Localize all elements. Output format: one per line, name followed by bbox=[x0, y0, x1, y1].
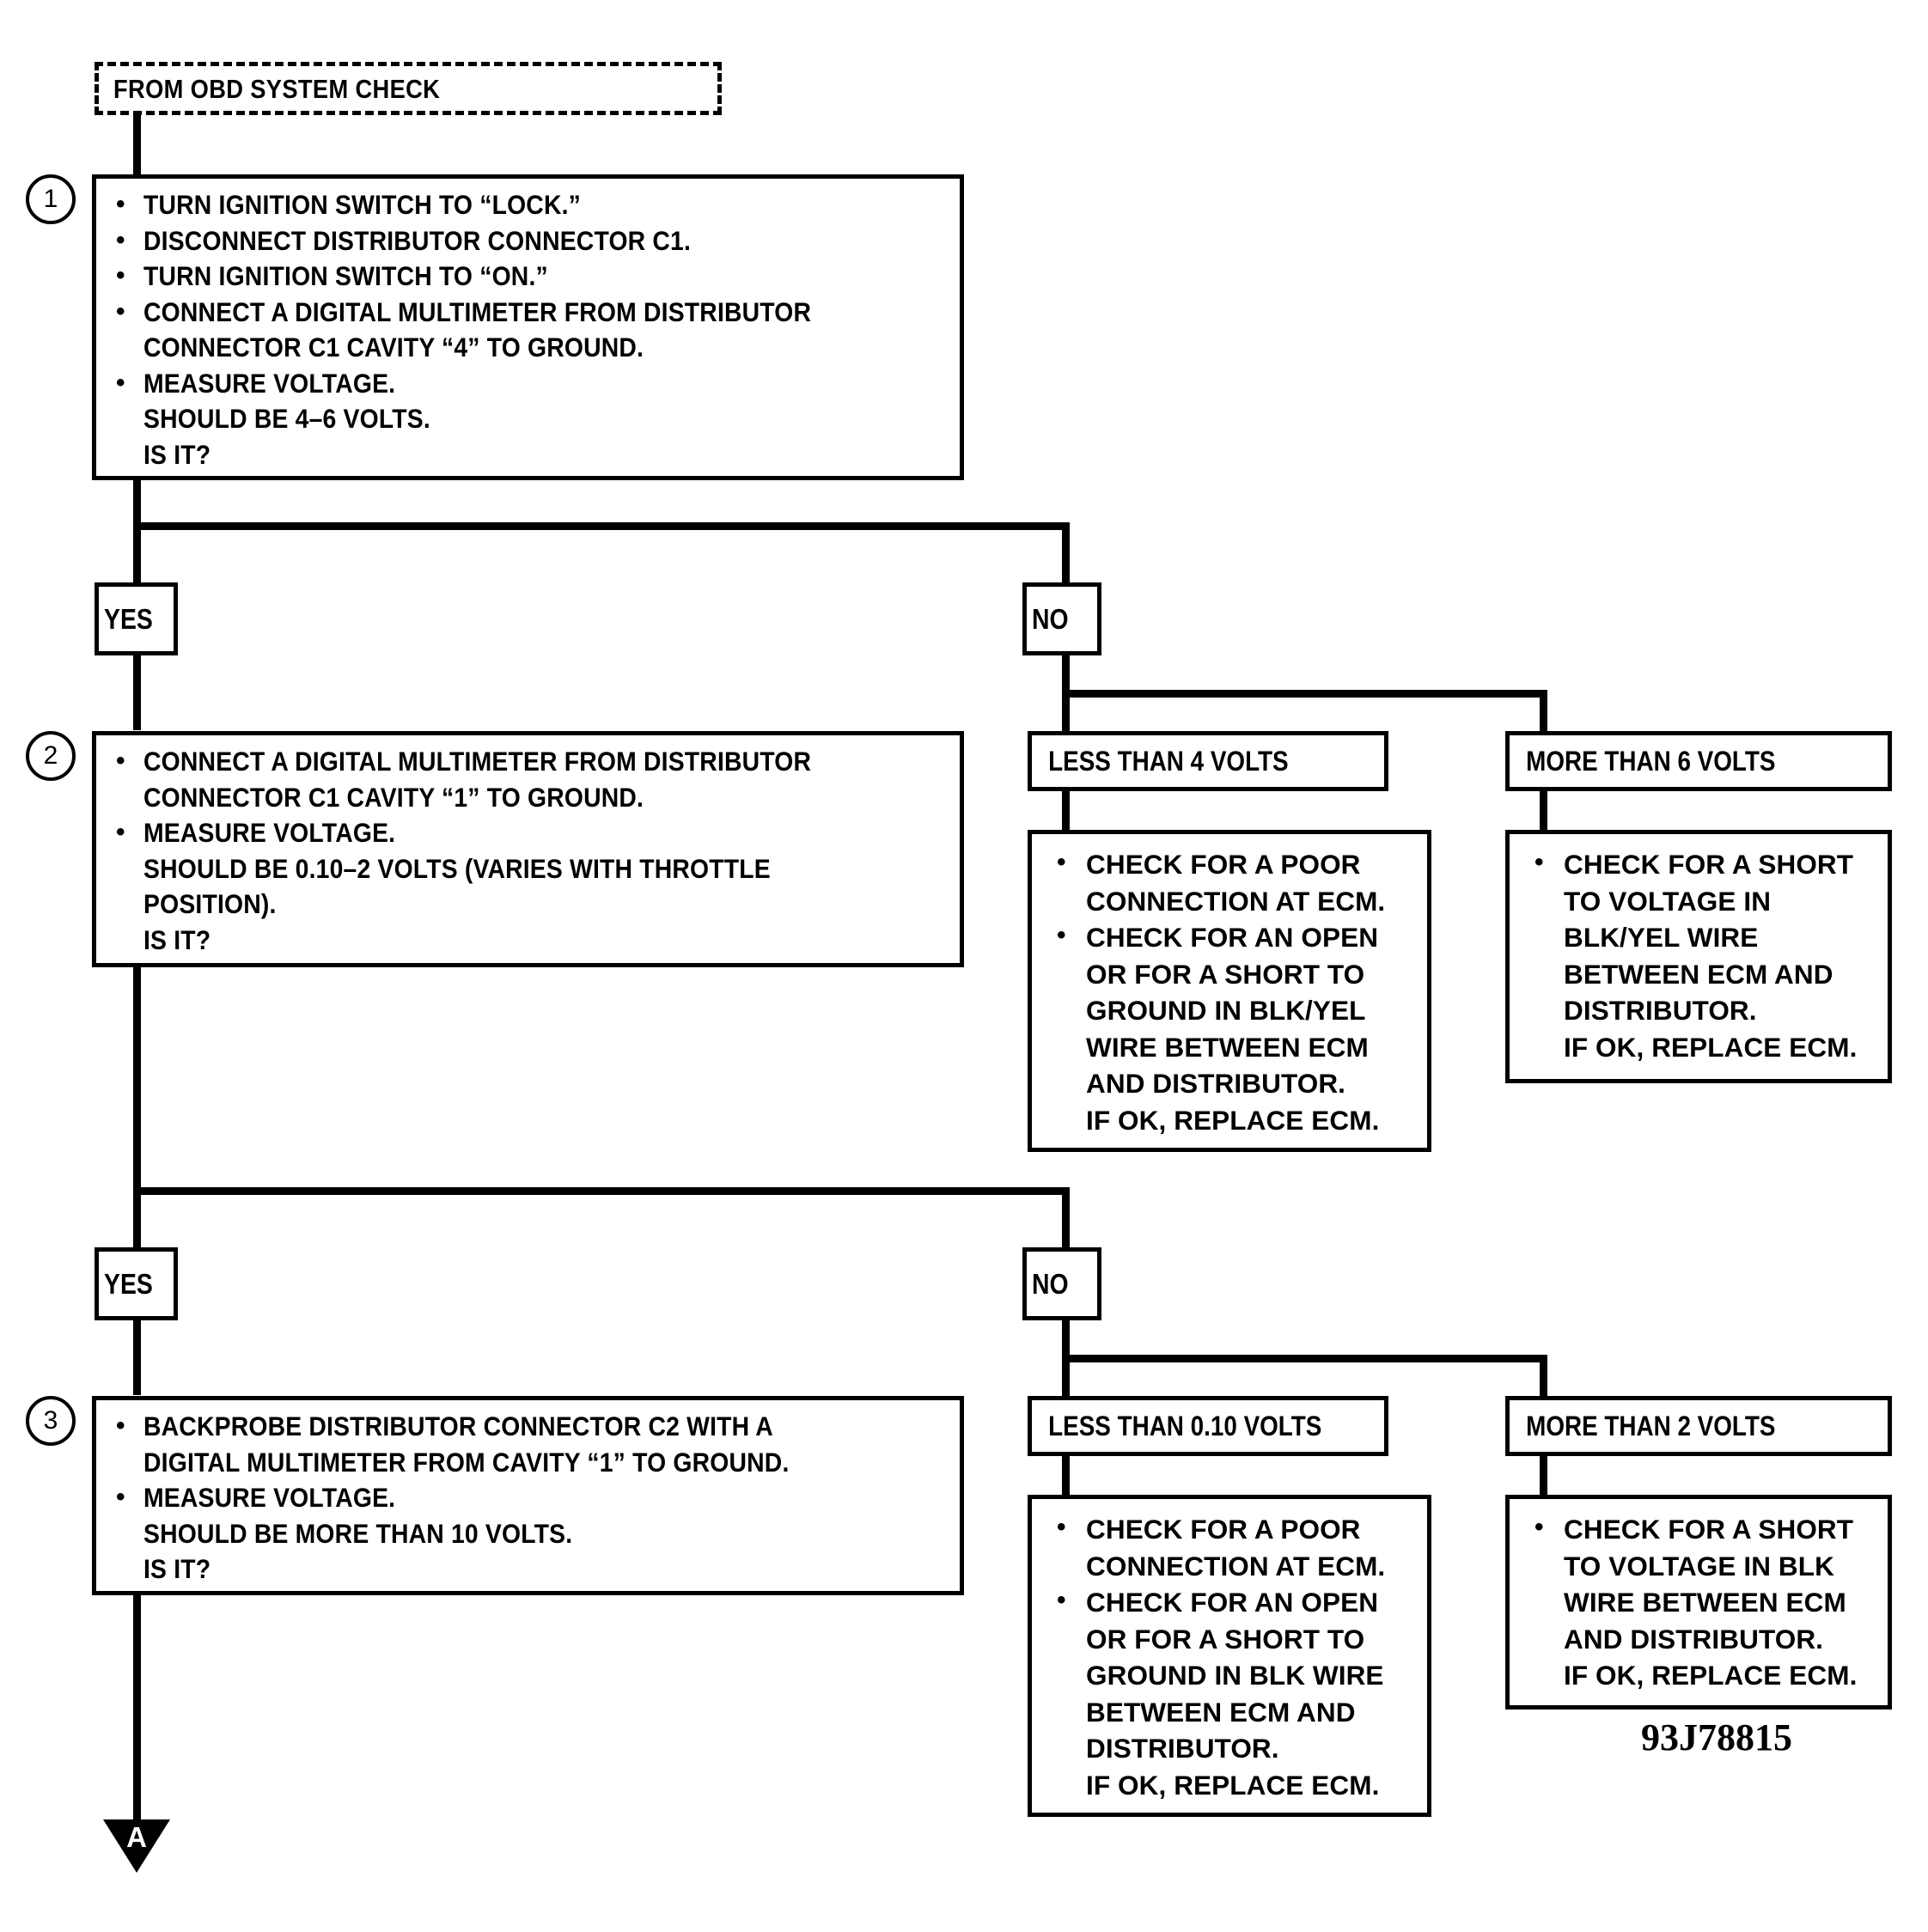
connector-no2-left-leg bbox=[1062, 1355, 1070, 1398]
action-item: CHECK FOR A POOR CONNECTION AT ECM. bbox=[1050, 844, 1419, 919]
connector-lt010-to-actions bbox=[1062, 1454, 1070, 1501]
connector-row1-yes-down bbox=[133, 522, 141, 584]
connector-mt6-to-actions bbox=[1540, 789, 1547, 836]
step-3-line-1: BACKPROBE DISTRIBUTOR CONNECTOR C2 WITH … bbox=[109, 1408, 947, 1480]
step-1-line-2: DISCONNECT DISTRIBUTOR CONNECTOR C1. bbox=[109, 222, 947, 259]
step-3-instructions: BACKPROBE DISTRIBUTOR CONNECTOR C2 WITH … bbox=[109, 1408, 947, 1588]
decision-no-1-label: NO bbox=[1032, 602, 1069, 635]
action-item: CHECK FOR A SHORT TO VOLTAGE IN BLK/YEL … bbox=[1528, 844, 1882, 1065]
decision-yes-1-label: YES bbox=[104, 602, 153, 635]
action-list-more-than-2-volts: CHECK FOR A SHORT TO VOLTAGE IN BLK WIRE… bbox=[1528, 1509, 1882, 1694]
branch-label-more-than-6-volts: MORE THAN 6 VOLTS bbox=[1505, 731, 1892, 791]
step-2-instructions: CONNECT A DIGITAL MULTIMETER FROM DISTRI… bbox=[109, 743, 947, 958]
entry-label: FROM OBD SYSTEM CHECK bbox=[113, 74, 441, 104]
connector-row1-horizontal bbox=[133, 522, 1070, 530]
connector-step1-down bbox=[133, 477, 141, 528]
connector-mt2-to-actions bbox=[1540, 1454, 1547, 1501]
branch-label-less-than-4-volts: LESS THAN 4 VOLTS bbox=[1028, 731, 1388, 791]
action-list-less-than-0-10-volts: CHECK FOR A POOR CONNECTION AT ECM. CHEC… bbox=[1050, 1509, 1419, 1803]
connector-no1-left-leg bbox=[1062, 690, 1070, 733]
connector-no1-right-leg bbox=[1540, 690, 1547, 733]
connector-yes1-to-step2 bbox=[133, 653, 141, 730]
branch-label-text: MORE THAN 6 VOLTS bbox=[1526, 745, 1776, 777]
decision-no-2: NO bbox=[1022, 1247, 1101, 1320]
step-1-line-1: TURN IGNITION SWITCH TO “LOCK.” bbox=[109, 186, 947, 223]
connector-no2-right-leg bbox=[1540, 1355, 1547, 1398]
reference-code: 93J78815 bbox=[1641, 1716, 1792, 1758]
connector-row2-yes-down bbox=[133, 1187, 141, 1249]
connector-yes2-to-step3 bbox=[133, 1318, 141, 1395]
step-1-line-5: MEASURE VOLTAGE. SHOULD BE 4–6 VOLTS. IS… bbox=[109, 365, 947, 473]
action-item: CHECK FOR AN OPEN OR FOR A SHORT TO GROU… bbox=[1050, 917, 1419, 1138]
action-item: CHECK FOR A SHORT TO VOLTAGE IN BLK WIRE… bbox=[1528, 1509, 1882, 1694]
connector-entry-to-step1 bbox=[133, 112, 141, 179]
step-1-line-3: TURN IGNITION SWITCH TO “ON.” bbox=[109, 258, 947, 295]
connector-lt4-to-actions bbox=[1062, 789, 1070, 836]
exit-marker-label: A bbox=[126, 1821, 147, 1853]
decision-yes-1: YES bbox=[95, 582, 178, 655]
action-item: CHECK FOR A POOR CONNECTION AT ECM. bbox=[1050, 1509, 1419, 1584]
connector-row2-no-down bbox=[1062, 1187, 1070, 1249]
action-list-more-than-6-volts: CHECK FOR A SHORT TO VOLTAGE IN BLK/YEL … bbox=[1528, 844, 1882, 1065]
entry-box bbox=[95, 62, 722, 115]
step-number-2: 2 bbox=[26, 731, 76, 781]
step-3-line-2: MEASURE VOLTAGE. SHOULD BE MORE THAN 10 … bbox=[109, 1479, 947, 1588]
step-number-1: 1 bbox=[26, 174, 76, 224]
step-1-line-4: CONNECT A DIGITAL MULTIMETER FROM DISTRI… bbox=[109, 294, 947, 366]
decision-no-2-label: NO bbox=[1032, 1267, 1069, 1300]
arrow-triangle-icon bbox=[103, 1819, 170, 1873]
decision-yes-2-label: YES bbox=[104, 1267, 153, 1300]
connector-no2-down bbox=[1062, 1318, 1070, 1359]
branch-label-text: LESS THAN 0.10 VOLTS bbox=[1048, 1410, 1322, 1441]
step-2-line-1: CONNECT A DIGITAL MULTIMETER FROM DISTRI… bbox=[109, 743, 947, 815]
connector-row1-no-down bbox=[1062, 522, 1070, 584]
exit-arrow: A bbox=[103, 1819, 170, 1873]
branch-label-less-than-0-10-volts: LESS THAN 0.10 VOLTS bbox=[1028, 1396, 1388, 1456]
branch-label-more-than-2-volts: MORE THAN 2 VOLTS bbox=[1505, 1396, 1892, 1456]
connector-step2-down bbox=[133, 964, 141, 1192]
branch-label-text: LESS THAN 4 VOLTS bbox=[1048, 745, 1289, 777]
decision-yes-2: YES bbox=[95, 1247, 178, 1320]
decision-no-1: NO bbox=[1022, 582, 1101, 655]
connector-no1-down bbox=[1062, 653, 1070, 694]
step-1-instructions: TURN IGNITION SWITCH TO “LOCK.” DISCONNE… bbox=[109, 186, 947, 473]
connector-row2-horizontal bbox=[133, 1187, 1070, 1195]
connector-step3-to-exit bbox=[133, 1592, 141, 1825]
action-list-less-than-4-volts: CHECK FOR A POOR CONNECTION AT ECM. CHEC… bbox=[1050, 844, 1419, 1138]
action-item: CHECK FOR AN OPEN OR FOR A SHORT TO GROU… bbox=[1050, 1582, 1419, 1803]
step-number-3: 3 bbox=[26, 1396, 76, 1446]
step-2-line-2: MEASURE VOLTAGE. SHOULD BE 0.10–2 VOLTS … bbox=[109, 814, 947, 958]
connector-no2-split bbox=[1062, 1355, 1547, 1362]
branch-label-text: MORE THAN 2 VOLTS bbox=[1526, 1410, 1776, 1441]
connector-no1-split bbox=[1062, 690, 1547, 698]
